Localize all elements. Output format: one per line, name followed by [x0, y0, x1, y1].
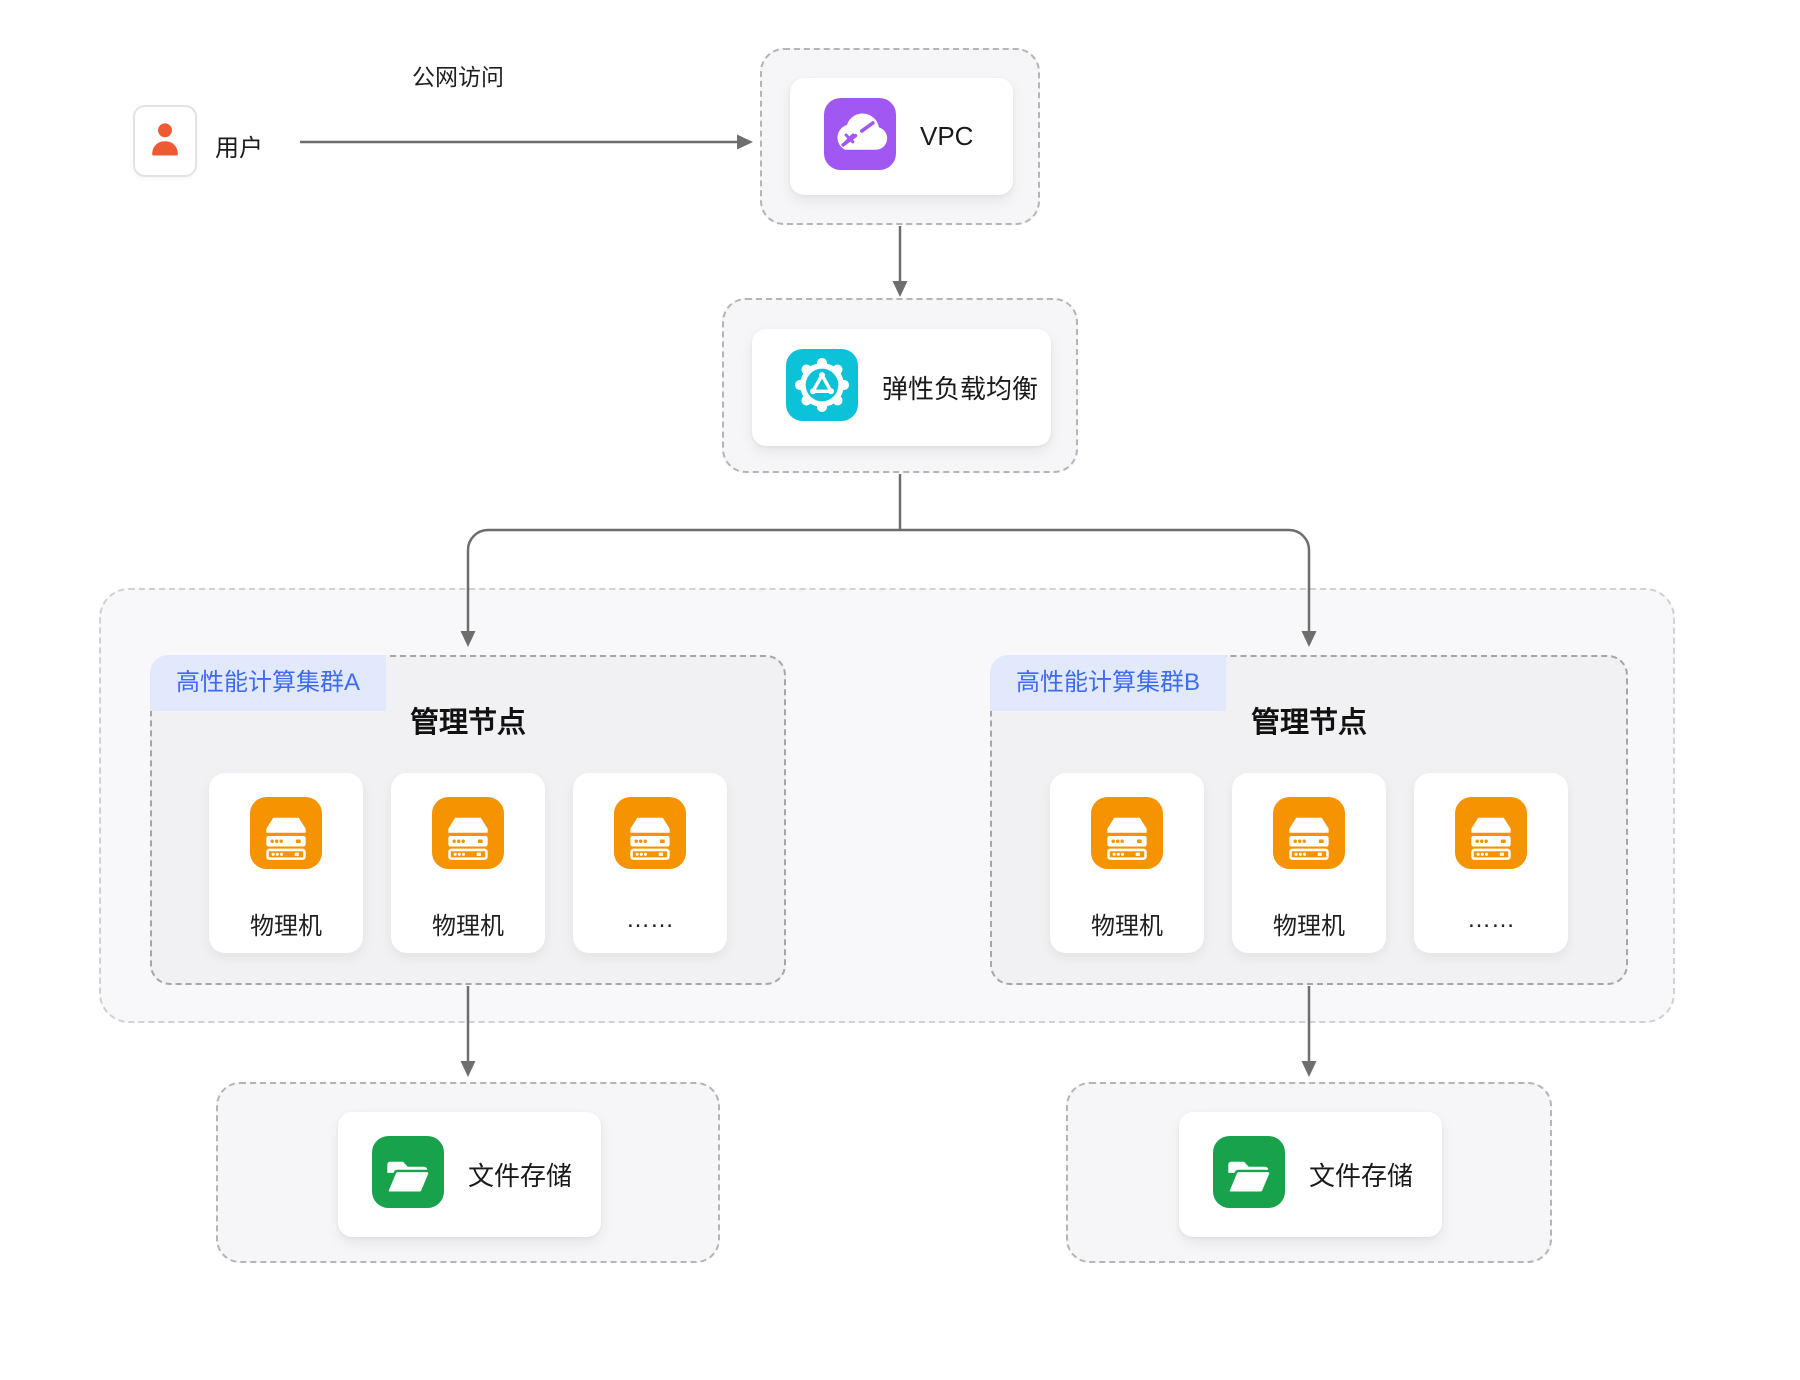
storage-a-label: 文件存储: [468, 1161, 573, 1191]
more-machines-card: ……: [1414, 773, 1568, 953]
more-machines-card: ……: [573, 773, 727, 953]
card-label: 物理机: [1091, 913, 1163, 940]
physical-machine-card: 物理机: [391, 773, 545, 953]
vpc-node: VPC: [790, 78, 1013, 195]
physical-machine-card: 物理机: [209, 773, 363, 953]
cluster-b: 高性能计算集群B 管理节点: [990, 655, 1628, 985]
vpc-group-box: VPC: [760, 48, 1040, 225]
storage-b-node: 文件存储: [1179, 1112, 1442, 1237]
elb-node: 弹性负载均衡: [752, 329, 1051, 446]
storage-b-group-box: 文件存储: [1066, 1082, 1552, 1263]
card-label: 物理机: [432, 913, 504, 940]
physical-machine-card: 物理机: [1232, 773, 1386, 953]
elb-label: 弹性负载均衡: [882, 374, 1039, 404]
folder-icon: [1213, 1136, 1285, 1213]
card-label: ……: [626, 906, 674, 933]
elb-gear-icon: [786, 349, 858, 426]
server-icon: [1455, 797, 1527, 874]
cluster-a-title: 管理节点: [409, 707, 526, 739]
cluster-b-title: 管理节点: [1250, 707, 1367, 739]
server-icon: [1273, 797, 1345, 874]
storage-a-node: 文件存储: [338, 1112, 601, 1237]
server-icon: [250, 797, 322, 874]
elb-group-box: 弹性负载均衡: [722, 298, 1078, 473]
user-label: 用户: [215, 135, 263, 162]
public-access-edge-label: 公网访问: [412, 64, 504, 90]
server-icon: [614, 797, 686, 874]
user-node: [133, 105, 197, 177]
card-label: ……: [1467, 906, 1515, 933]
cluster-b-tag: 高性能计算集群B: [990, 655, 1227, 711]
vpc-cloud-icon: [824, 98, 896, 175]
cluster-b-cards: 物理机: [992, 773, 1626, 953]
server-icon: [1091, 797, 1163, 874]
physical-machine-card: 物理机: [1050, 773, 1204, 953]
storage-a-group-box: 文件存储: [216, 1082, 720, 1263]
server-icon: [432, 797, 504, 874]
user-icon: [143, 117, 187, 166]
cluster-a-cards: 物理机: [152, 773, 784, 953]
card-label: 物理机: [1273, 913, 1345, 940]
cluster-a: 高性能计算集群A 管理节点: [150, 655, 786, 985]
cluster-a-tag: 高性能计算集群A: [150, 655, 387, 711]
vpc-label: VPC: [920, 121, 974, 151]
folder-icon: [372, 1136, 444, 1213]
storage-b-label: 文件存储: [1309, 1161, 1414, 1191]
card-label: 物理机: [250, 913, 322, 940]
